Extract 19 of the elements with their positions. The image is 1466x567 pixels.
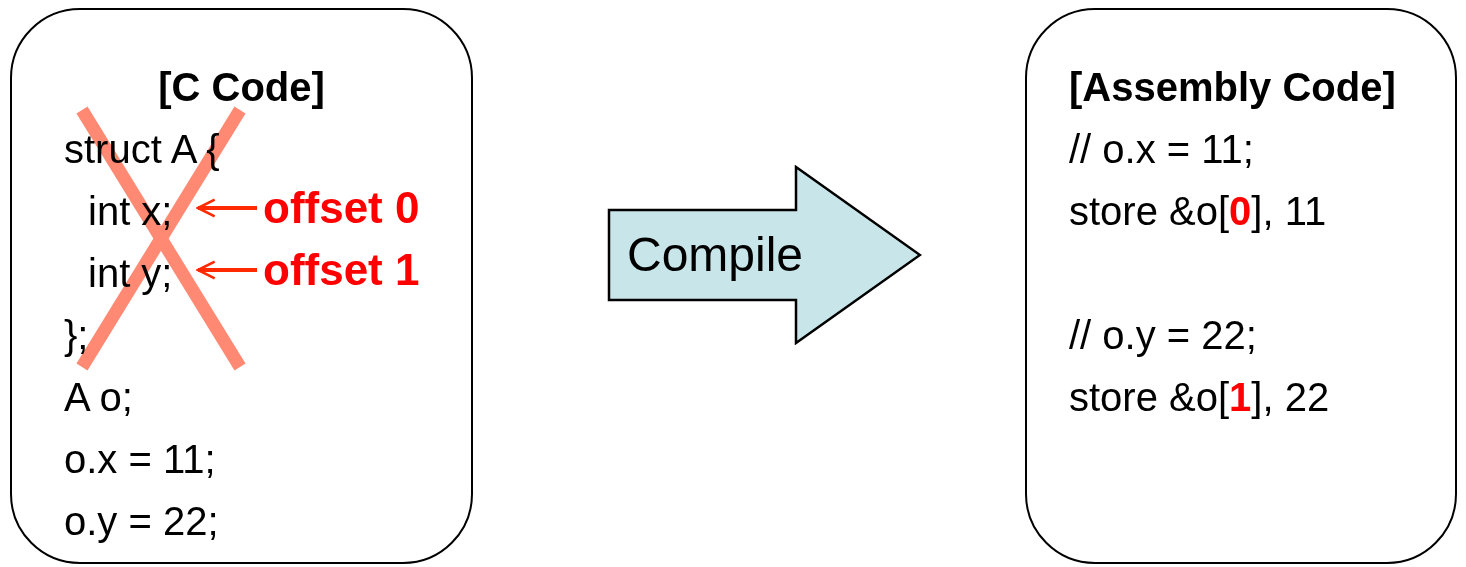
code-panel <box>10 8 473 564</box>
arrow-label: Compile <box>627 227 804 283</box>
code-line: // o.y = 22; <box>1069 312 1257 359</box>
code-line: store &o[0], 11 <box>1069 188 1327 235</box>
code-line: store &o[1], 22 <box>1069 374 1330 421</box>
code-line: int y; <box>88 250 173 297</box>
leader-arrow <box>196 260 257 280</box>
offset-label: offset 1 <box>263 245 420 295</box>
code-line: // o.x = 11; <box>1069 126 1254 173</box>
block-arrow <box>607 165 922 345</box>
code-line: A o; <box>64 374 133 421</box>
code-line: o.x = 11; <box>64 436 216 483</box>
code-panel <box>1025 8 1457 564</box>
panel-heading: [C Code] <box>157 64 326 111</box>
leader-arrow <box>196 198 257 218</box>
offset-label: offset 0 <box>263 183 420 233</box>
code-line: }; <box>64 312 89 359</box>
code-line: o.y = 22; <box>64 498 219 545</box>
panel-heading: [Assembly Code] <box>1069 64 1396 111</box>
